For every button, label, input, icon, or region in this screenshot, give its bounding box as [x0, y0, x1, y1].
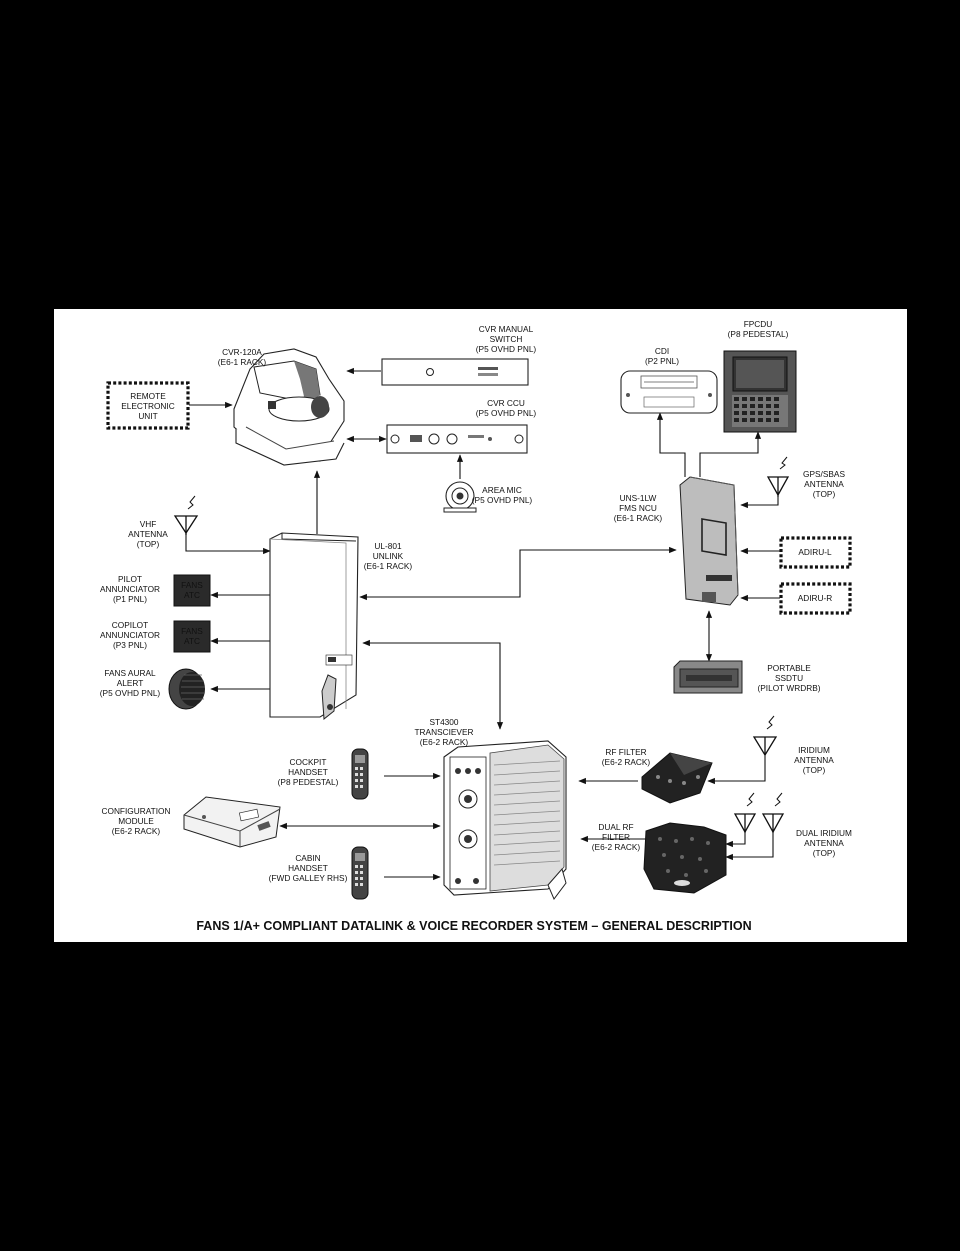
fans-aural-speaker — [168, 668, 205, 710]
gps-antenna-icon — [766, 456, 790, 497]
wire-vhf-ul801 — [185, 533, 271, 555]
dual-iridium-antenna-icon — [733, 792, 785, 834]
wire-ul801-st4300 — [362, 639, 504, 730]
wire-iridium-rf — [707, 755, 766, 785]
cockpit-handset — [351, 748, 369, 800]
dual-rf-filter-unit — [643, 822, 727, 894]
wire-uns-cdi — [656, 412, 686, 477]
diagram-title: FANS 1/A+ COMPLIANT DATALINK & VOICE REC… — [196, 919, 751, 933]
vhf-antenna-icon — [173, 495, 199, 535]
label-rf-filter: RF FILTER(E6-2 RACK) — [602, 747, 651, 767]
ul-801-unit — [269, 532, 359, 720]
wire-dualant-b — [725, 833, 774, 861]
cvr-120a-unit — [233, 348, 345, 466]
st4300-transceiver — [443, 740, 567, 900]
wire-ul801-uns — [359, 546, 677, 601]
adiru-l-box — [779, 536, 852, 569]
label-cdi: CDI(P2 PNL) — [645, 346, 679, 366]
cvr-manual-switch-panel — [381, 358, 529, 386]
wire-dualant-a — [725, 833, 746, 848]
wire-uns-fpcdu — [699, 431, 762, 477]
label-cvr-ccu: CVR CCU(P5 OVHD PNL) — [476, 398, 537, 418]
label-fpcdu: FPCDU(P8 PEDESTAL) — [728, 319, 789, 339]
portable-ssdtu-unit — [673, 660, 743, 694]
connections — [185, 367, 780, 881]
pilot-fans-atc-annunciator — [173, 574, 211, 607]
label-cvr-120a: CVR-120A(E6-1 RACK) — [218, 347, 267, 367]
iridium-antenna-icon — [752, 715, 778, 757]
label-area-mic: AREA MIC(P5 OVHD PNL) — [472, 485, 533, 505]
fpcdu-unit — [723, 350, 797, 433]
cdi-display — [620, 370, 718, 414]
remote-electronic-unit — [106, 381, 190, 430]
area-mic — [443, 481, 477, 513]
uns-1lw-unit — [679, 476, 739, 606]
adiru-r-box — [779, 582, 852, 615]
configuration-module — [183, 796, 281, 848]
rf-filter-unit — [641, 752, 713, 804]
cabin-handset — [351, 846, 369, 900]
copilot-fans-atc-annunciator — [173, 620, 211, 653]
wire-gps-uns — [740, 497, 779, 509]
label-adiru-l: ADIRU-L — [798, 547, 832, 557]
label-adiru-r: ADIRU-R — [798, 593, 833, 603]
cvr-ccu-panel — [386, 424, 528, 454]
